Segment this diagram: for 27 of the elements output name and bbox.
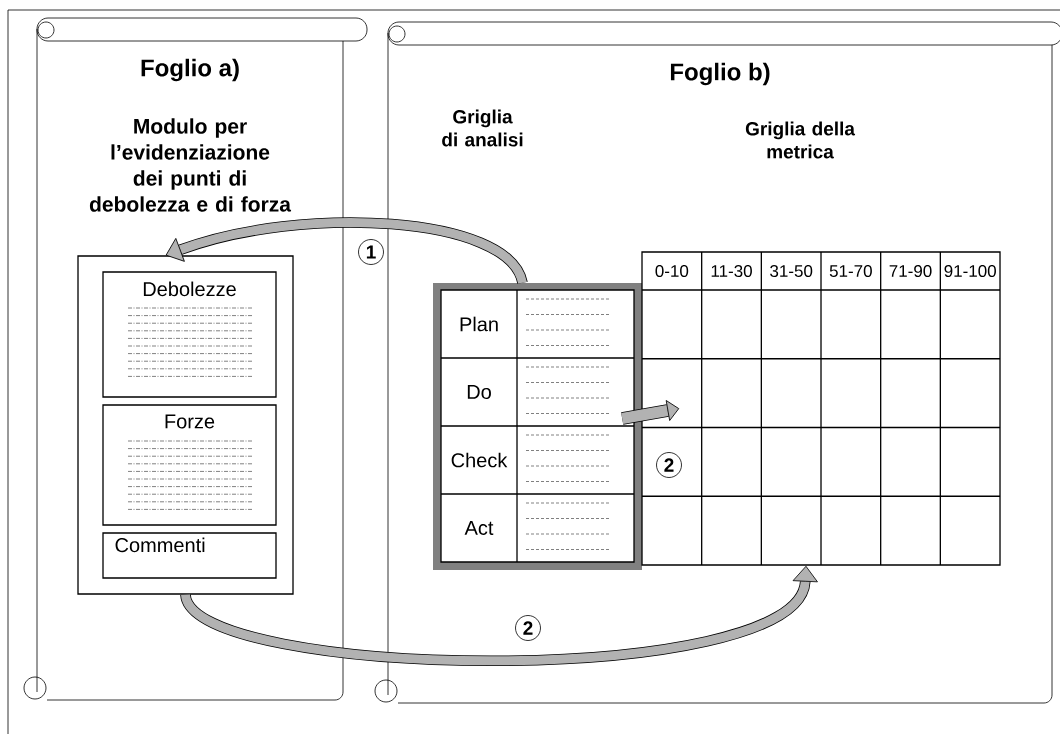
sheet-title: Foglio a) (141, 58, 239, 82)
grid-heading: Griglia di analisi (442, 109, 523, 147)
text-box: Commenti (102, 532, 277, 579)
column-header: 11-30 (711, 265, 752, 278)
form-box (77, 255, 294, 595)
step-number: 2 (656, 452, 682, 478)
sheet-title: Foglio b) (670, 62, 770, 86)
step-number: 1 (358, 239, 384, 265)
row-label: Act (464, 521, 494, 535)
metric-grid (641, 251, 1001, 566)
grid-heading: Griglia della metrica (745, 121, 856, 159)
curved-arrow (621, 400, 680, 425)
row-label: Plan (460, 316, 498, 332)
analysis-grid (433, 283, 642, 570)
curved-arrow (181, 565, 818, 667)
column-header: 71-90 (889, 265, 932, 278)
row-label: Do (467, 385, 491, 399)
column-header: 51-70 (829, 265, 872, 278)
step-number: 2 (515, 615, 541, 641)
text-box: Debolezze (102, 271, 277, 398)
column-header: 31-50 (770, 265, 813, 278)
text-box: Forze (102, 404, 277, 526)
row-label: Check (451, 452, 508, 468)
column-header: 0-10 (655, 265, 689, 278)
form-heading: Modulo per l’evidenziazione dei punti di debolezza e di forza (89, 118, 292, 212)
column-header: 91-100 (944, 265, 996, 278)
curved-arrow (165, 217, 528, 285)
